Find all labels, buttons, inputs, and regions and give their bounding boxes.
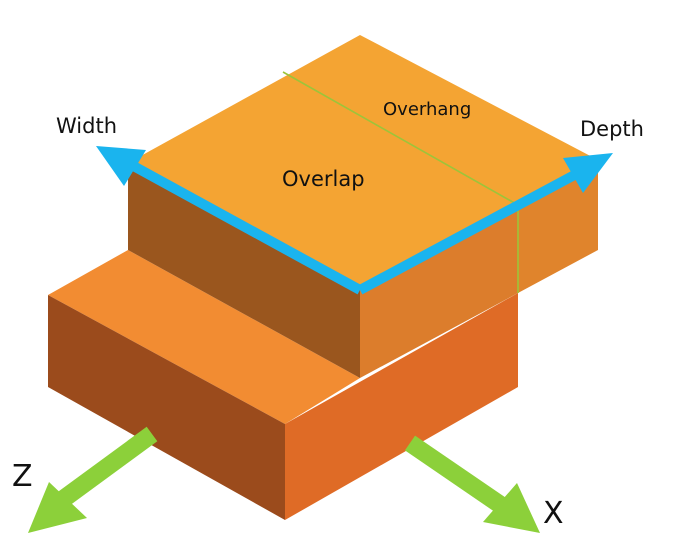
overhang-label: Overhang — [383, 99, 471, 120]
width-arrow-shaft — [125, 158, 363, 295]
depth-label: Depth — [580, 117, 644, 141]
depth-arrow-head — [563, 153, 613, 193]
x-axis-arrow-head — [483, 483, 540, 533]
upper-block-right-face-overlap — [360, 205, 518, 378]
z-axis-arrow-shaft — [56, 426, 158, 508]
lower-block-left-face — [48, 295, 285, 520]
z-axis-arrow-head — [28, 482, 87, 533]
lower-block-right-face — [285, 293, 518, 520]
upper-block-right-face-overhang — [518, 160, 598, 293]
x-axis-label: X — [543, 496, 564, 531]
width-arrow-head — [96, 146, 146, 186]
lower-block-top-face — [48, 250, 360, 424]
overlap-boundary-line — [282, 71, 519, 206]
x-axis-arrow-shaft — [404, 435, 511, 516]
axis-arrows — [28, 426, 540, 533]
upper-block — [128, 35, 598, 378]
lower-block — [48, 250, 518, 520]
overlap-label: Overlap — [282, 167, 365, 191]
width-label: Width — [56, 114, 117, 138]
dimension-arrows — [96, 146, 613, 295]
z-axis-label: Z — [12, 459, 33, 494]
depth-arrow-shaft — [357, 167, 583, 295]
upper-block-left-face — [128, 163, 360, 378]
